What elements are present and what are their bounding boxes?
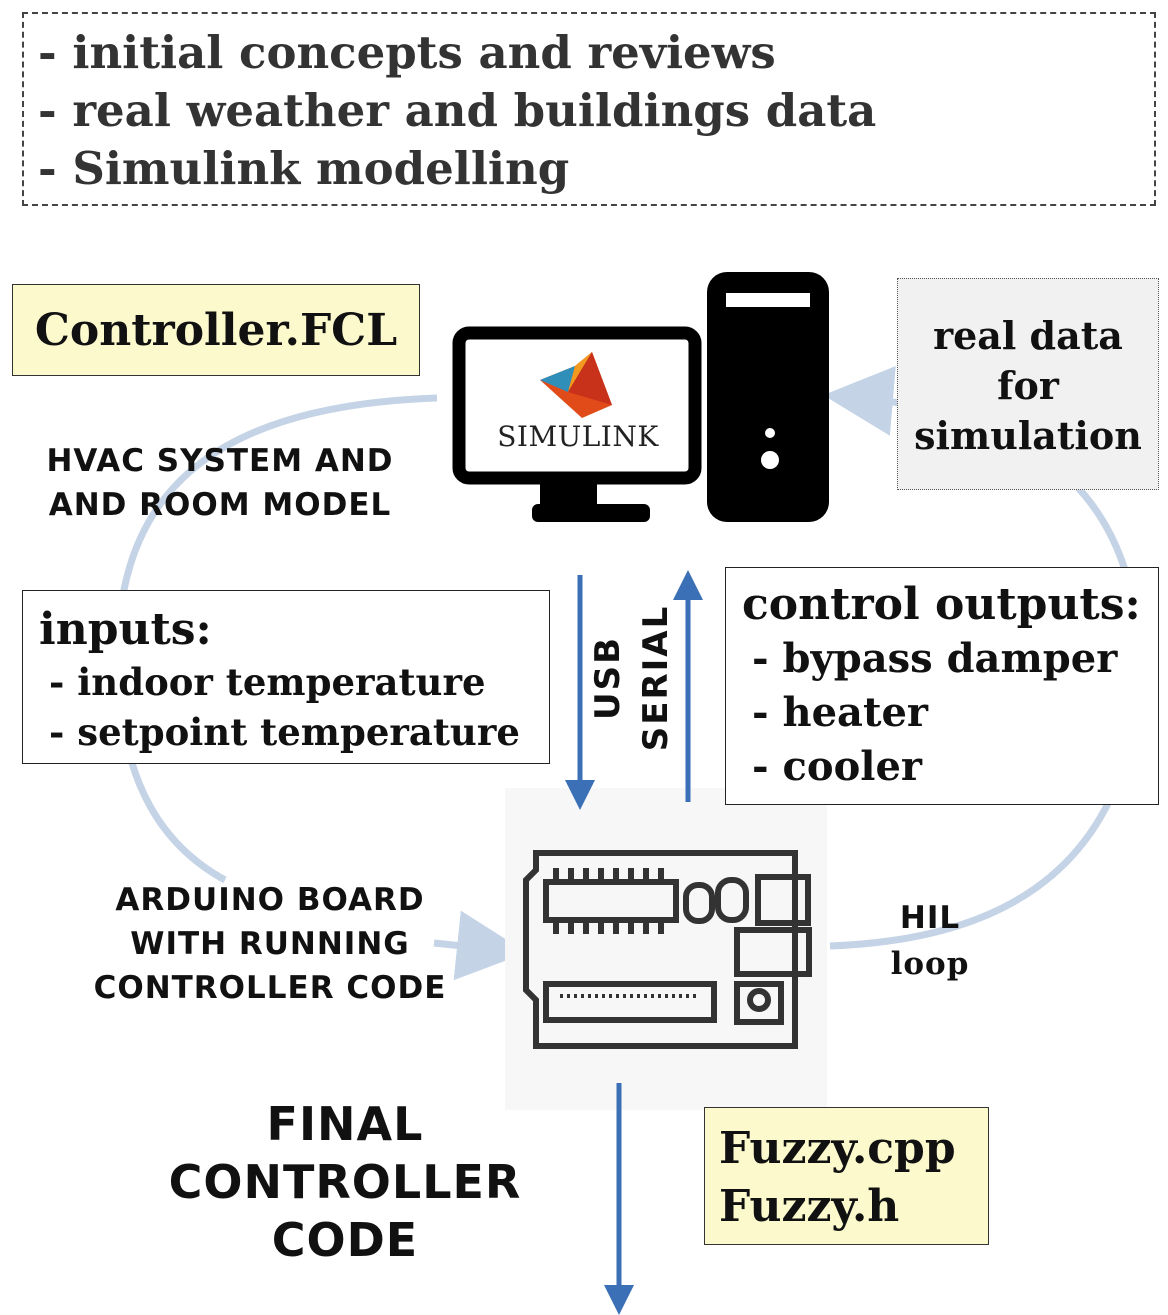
inputs-list: - indoor temperature - setpoint temperat… [39, 657, 549, 757]
real-data-box: real data for simulation [897, 278, 1159, 490]
outputs-title: control outputs: [742, 579, 1141, 630]
arduino-caption: ARDUINO BOARD WITH RUNNING CONTROLLER CO… [60, 878, 480, 1010]
simulink-logo-icon [540, 352, 612, 418]
final-code-line: CODE [271, 1213, 419, 1267]
notes-box: - initial concepts and reviews - real we… [22, 12, 1156, 206]
inputs-item: - setpoint temperature [49, 710, 520, 754]
arduino-caption-line: WITH RUNNING [130, 926, 410, 962]
simulink-logo-text: SIMULINK [497, 420, 659, 453]
hvac-caption: HVAC SYSTEM AND AND ROOM MODEL [10, 439, 430, 527]
arduino-caption-line: ARDUINO BOARD [115, 882, 425, 918]
notes-item: - Simulink modelling [38, 142, 570, 195]
usb-label: USB [588, 636, 628, 721]
fuzzy-h-label: Fuzzy.h [719, 1181, 900, 1232]
serial-label: SERIAL [636, 604, 676, 752]
hvac-caption-line: AND ROOM MODEL [48, 487, 392, 523]
real-data-line: real data [933, 313, 1123, 358]
hvac-caption-line: HVAC SYSTEM AND [46, 443, 394, 479]
outputs-item: - bypass damper [752, 635, 1118, 682]
outputs-list: - bypass damper - heater - cooler [742, 632, 1158, 794]
controller-fcl-box: Controller.FCL [12, 284, 420, 376]
arduino-caption-line: CONTROLLER CODE [93, 970, 447, 1006]
outputs-box: control outputs: - bypass damper - heate… [725, 567, 1159, 805]
final-code-line: FINAL [266, 1097, 424, 1151]
final-code-caption: FINAL CONTROLLER CODE [150, 1095, 540, 1269]
fuzzy-cpp-label: Fuzzy.cpp [719, 1123, 956, 1174]
outputs-item: - heater [752, 689, 928, 736]
fuzzy-files-box: Fuzzy.cpp Fuzzy.h [704, 1107, 989, 1245]
arduino-board-icon [505, 788, 827, 1110]
notes-item: - real weather and buildings data [38, 84, 877, 137]
real-data-line: for [997, 363, 1059, 408]
notes-list: - initial concepts and reviews - real we… [38, 24, 876, 198]
notes-item: - initial concepts and reviews [38, 26, 776, 79]
final-code-line: CONTROLLER [168, 1155, 522, 1209]
real-data-line: simulation [914, 413, 1142, 458]
tower-icon [707, 272, 829, 522]
inputs-title: inputs: [39, 604, 212, 655]
loop-arrow-to-arduino [433, 910, 527, 981]
hil-caption-line: loop [890, 946, 970, 982]
hil-caption-line: HIL [899, 900, 961, 936]
outputs-item: - cooler [752, 743, 922, 790]
hil-caption: HIL loop [870, 895, 990, 987]
computer-icon: SIMULINK [452, 326, 702, 522]
inputs-item: - indoor temperature [49, 660, 486, 704]
inputs-box: inputs: - indoor temperature - setpoint … [22, 590, 550, 764]
